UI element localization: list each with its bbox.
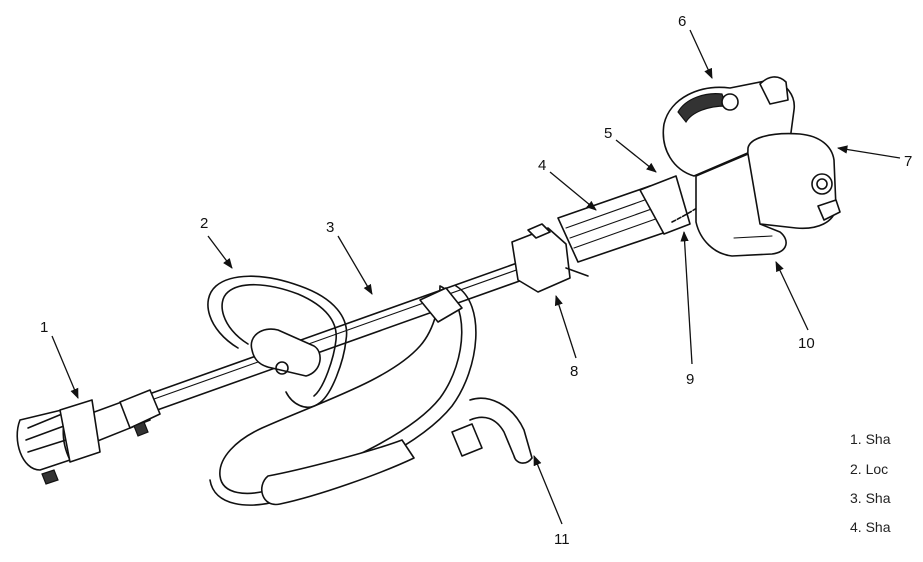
legend-item-3: 3. Sha — [850, 490, 891, 506]
leader-2 — [207, 235, 233, 269]
legend-item-1: 1. Sha — [850, 431, 891, 447]
engine — [662, 76, 795, 177]
callout-4: 4 — [538, 157, 546, 174]
callout-7: 7 — [904, 153, 912, 170]
callout-3: 3 — [326, 219, 334, 236]
leader-6 — [689, 29, 713, 79]
leader-10 — [775, 261, 809, 331]
shaft-clamp — [511, 223, 589, 293]
callout-2: 2 — [200, 215, 208, 232]
callout-8: 8 — [570, 363, 578, 380]
leader-1 — [51, 335, 79, 399]
leader-5 — [615, 139, 657, 173]
throttle-grip — [557, 175, 691, 263]
shaft-coupler — [16, 389, 161, 485]
leader-4 — [549, 171, 597, 211]
drive-shaft — [137, 261, 529, 415]
callout-11: 11 — [554, 531, 570, 548]
leader-9 — [680, 230, 693, 365]
callout-9: 9 — [686, 371, 694, 388]
loop-handle — [207, 275, 348, 408]
leader-lines — [51, 29, 901, 525]
legend-item-2: 2. Loc — [850, 461, 888, 477]
callout-numbers: 1 2 3 4 5 6 7 8 9 10 11 — [40, 13, 912, 548]
fuel-tank — [695, 153, 787, 257]
air-cleaner-cover — [745, 132, 841, 230]
leader-8 — [554, 295, 577, 359]
legend-item-4: 4. Sha — [850, 519, 891, 535]
callout-5: 5 — [604, 125, 612, 142]
shoulder-harness — [209, 285, 533, 506]
parts-legend: 1. Sha 2. Loc 3. Sha 4. Sha — [850, 431, 891, 535]
callout-10: 10 — [798, 335, 815, 352]
callout-6: 6 — [678, 13, 686, 30]
leader-7 — [836, 145, 901, 159]
callout-1: 1 — [40, 319, 48, 336]
leader-3 — [337, 235, 373, 295]
leader-11 — [533, 455, 563, 525]
